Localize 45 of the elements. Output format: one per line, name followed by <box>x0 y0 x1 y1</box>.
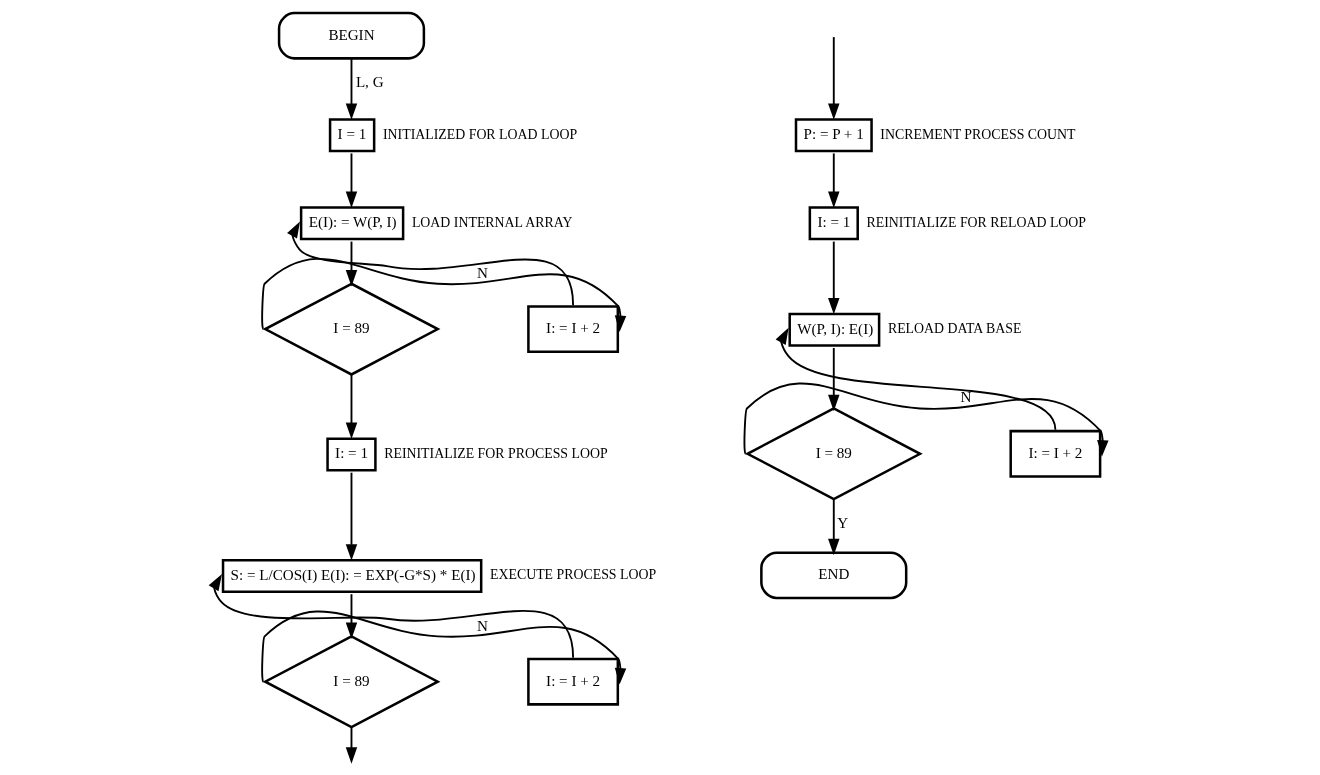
node-box: BEGIN <box>277 11 426 60</box>
arrow <box>345 471 358 561</box>
arrow <box>287 221 575 307</box>
node-label: EXECUTE PROCESS LOOP <box>490 567 657 583</box>
node-label: INCREMENT PROCESS COUNT <box>880 126 1076 142</box>
node-box: I: = 1 <box>808 206 859 241</box>
edge-label: L, G <box>355 73 384 90</box>
edge-label: N <box>476 617 488 634</box>
node-diamond: I = 89 <box>744 407 923 501</box>
edge-label: N <box>476 265 488 282</box>
node-label: REINITIALIZE FOR PROCESS LOOP <box>384 445 608 461</box>
arrow <box>345 240 358 287</box>
node-box: I: = I + 2 <box>1009 429 1102 478</box>
arrow <box>345 373 358 439</box>
arrow <box>345 152 358 208</box>
node-box: END <box>760 551 908 600</box>
node-label: RELOAD DATA BASE <box>887 321 1022 337</box>
arrow <box>828 347 840 412</box>
node-box: I: = 1 <box>326 437 377 472</box>
arrow <box>345 57 358 120</box>
node-box: E(I): = W(P, I) <box>299 206 405 241</box>
node-diamond: I = 89 <box>262 634 441 729</box>
arrow <box>345 726 358 764</box>
node-box: I: = I + 2 <box>527 657 620 706</box>
arrow <box>828 498 840 556</box>
edge-label: N <box>960 388 972 405</box>
node-label: INITIALIZED FOR LOAD LOOP <box>382 126 578 142</box>
arrow <box>828 152 840 208</box>
arrow <box>743 382 1109 457</box>
arrow <box>828 36 840 120</box>
node-box: S: = L/COS(I) E(I): = EXP(-G*S) * E(I) <box>221 558 483 593</box>
node-diamond: I = 89 <box>262 282 441 376</box>
node-box: W(P, I): E(I) <box>788 312 881 347</box>
arrow <box>345 593 358 639</box>
node-box: P: = P + 1 <box>794 118 873 153</box>
arrow <box>208 574 575 659</box>
node-box: I = 1 <box>328 118 376 153</box>
edge-label: Y <box>837 514 849 531</box>
node-label: LOAD INTERNAL ARRAY <box>411 214 573 230</box>
arrow <box>828 240 840 315</box>
arrow <box>775 327 1057 431</box>
arrow <box>261 610 627 685</box>
node-box: I: = I + 2 <box>527 305 620 354</box>
arrow <box>261 257 627 332</box>
node-label: REINITIALIZE FOR RELOAD LOOP <box>866 214 1087 230</box>
